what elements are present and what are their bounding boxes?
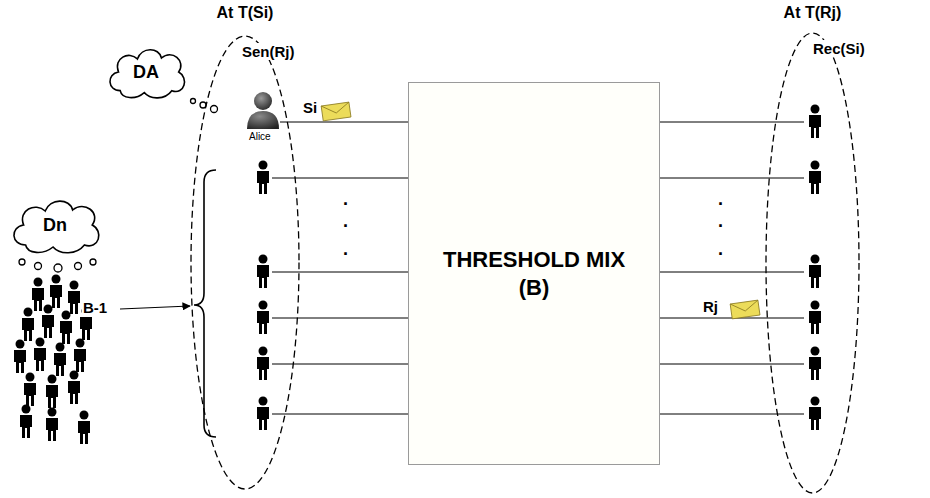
node-text: DA xyxy=(133,62,159,83)
rect-outline xyxy=(408,82,660,465)
alice-figure xyxy=(247,92,279,129)
text-holder: DA xyxy=(103,44,189,100)
ellipsis-dot: . xyxy=(718,212,723,230)
crowd-people xyxy=(14,275,92,445)
ellipsis-dot: . xyxy=(718,240,723,258)
envelope-icon xyxy=(321,102,351,121)
sender-set: At T(Si)Sen(Rj) xyxy=(190,35,300,490)
ellipse-outline xyxy=(765,32,860,494)
thought-cloud: DA xyxy=(103,44,189,100)
set-heading: At T(Rj) xyxy=(745,4,880,22)
sender-lines xyxy=(272,122,408,414)
receiver-people xyxy=(809,105,821,431)
receiver-lines xyxy=(660,122,804,414)
ellipsis-dot: . xyxy=(343,190,348,208)
set-name: Rec(Si) xyxy=(811,40,867,57)
leader-arrow xyxy=(120,306,190,309)
receiver-set: At T(Rj)Rec(Si) xyxy=(765,32,860,494)
node-text: THRESHOLD MIX (B) xyxy=(436,246,632,301)
text-holder: THRESHOLD MIX (B) xyxy=(408,82,660,465)
ellipsis-dot: . xyxy=(718,190,723,208)
envelope-icon xyxy=(730,300,760,319)
node-text: Dn xyxy=(43,215,67,236)
ellipse-outline xyxy=(190,35,300,490)
message-label: Rj xyxy=(703,298,718,315)
count-label: B-1 xyxy=(82,299,108,316)
set-heading: At T(Si) xyxy=(170,4,320,22)
message-label: Si xyxy=(303,99,317,116)
mix-box: THRESHOLD MIX (B) xyxy=(408,82,660,465)
ellipsis-dot: . xyxy=(343,240,348,258)
set-name: Sen(Rj) xyxy=(240,43,297,60)
thought-cloud: Dn xyxy=(6,195,104,255)
sender-people xyxy=(257,161,269,431)
brace-bracket xyxy=(194,170,216,437)
person-name: Alice xyxy=(249,131,271,142)
ellipsis-dot: . xyxy=(343,212,348,230)
text-holder: Dn xyxy=(6,195,104,255)
